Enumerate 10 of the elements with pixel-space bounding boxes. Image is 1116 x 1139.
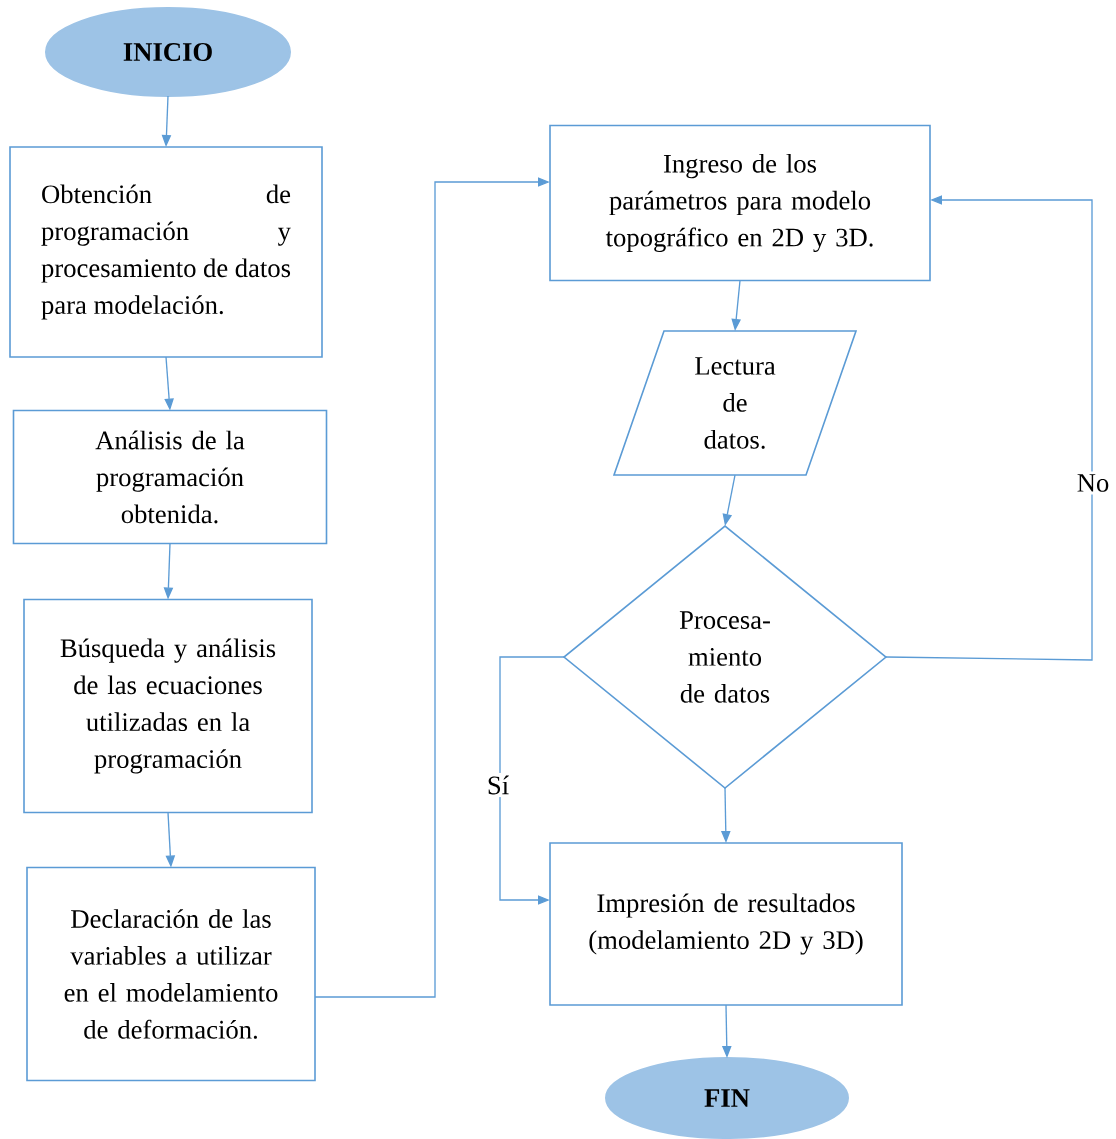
- process-box: Declaración de las variables a utilizar en el modelamiento de deformación.: [26, 866, 316, 1082]
- process-box: Obtención de programación y procesamiento de datos para modelación.: [9, 146, 323, 358]
- edge-label: No: [1074, 471, 1112, 495]
- arrow: [499, 656, 565, 905]
- process-box: Búsqueda y análisis de las ecuaciones utilizadas en la programación: [23, 598, 313, 814]
- process-box: Ingreso de los parámetros para modelo topográfico en 2D y 3D.: [549, 124, 931, 282]
- process-box: Impresión de resultados (modelamiento 2D y 3D): [549, 842, 903, 1006]
- edge-label: Sí: [484, 772, 512, 798]
- arrow: [885, 195, 1093, 661]
- process-box: Análisis de la programación obtenida.: [12, 409, 328, 545]
